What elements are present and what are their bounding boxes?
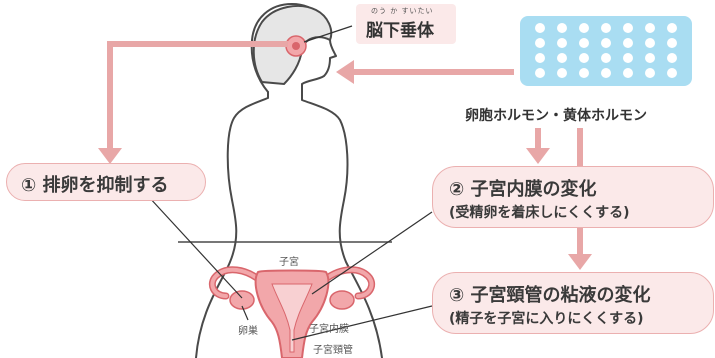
pill-dot (645, 68, 655, 78)
pituitary-gland-core (292, 42, 300, 50)
pill-dot (623, 23, 633, 33)
pill-dot (557, 23, 567, 33)
pill-dot (667, 53, 677, 63)
effect-endometrium-subtitle: (受精卵を着床しにくくする) (449, 202, 630, 222)
label-endometrium: 子宮内膜 (309, 320, 349, 335)
pill-dot (535, 53, 545, 63)
pill-dot (601, 38, 611, 48)
pill-dot (535, 68, 545, 78)
pill-dot (623, 53, 633, 63)
pill-dot (601, 68, 611, 78)
arrow-ovulation-head (98, 148, 122, 164)
label-uterus: 子宮 (279, 253, 299, 268)
effect-endometrium-pill: ② 子宮内膜の変化 (受精卵を着床しにくくする) (432, 166, 714, 228)
pill-dot (601, 53, 611, 63)
pill-dot (623, 38, 633, 48)
effect-endometrium-title: ② 子宮内膜の変化 (449, 175, 597, 201)
pill-dot (645, 53, 655, 63)
pill-dot (667, 38, 677, 48)
pill-dot (667, 68, 677, 78)
pill-dot (601, 23, 611, 33)
ovary-right (330, 291, 354, 309)
arrow-hormone-to-head-head (336, 60, 354, 84)
label-ovary: 卵巣 (238, 322, 258, 337)
pill-dot (557, 53, 567, 63)
pill-dot (557, 38, 567, 48)
pill-dot (645, 38, 655, 48)
pill-dot (579, 23, 589, 33)
effect-ovulation-pill: ① 排卵を抑制する (6, 163, 206, 201)
pill-dot (623, 68, 633, 78)
label-cervix: 子宮頸管 (313, 341, 353, 356)
pill-dot (579, 38, 589, 48)
effect-ovulation-title: ① 排卵を抑制する (21, 171, 169, 197)
pill-dot (579, 53, 589, 63)
pill-dot (579, 68, 589, 78)
pill-dot (557, 68, 567, 78)
pituitary-label: 脳下垂体 (366, 16, 434, 41)
effect-cervix-subtitle: (精子を子宮に入りにくくする) (449, 308, 644, 328)
pituitary-ruby: のう か すいたい (371, 6, 433, 16)
effect-cervix-title: ③ 子宮頸管の粘液の変化 (449, 281, 651, 307)
hormone-label: 卵胞ホルモン・黄体ホルモン (465, 105, 647, 125)
pill-dot (535, 23, 545, 33)
pill-dot (645, 23, 655, 33)
arrow-to-effect3-head (568, 254, 592, 270)
arrow-to-effect2-head (526, 148, 550, 164)
pill-dot (535, 38, 545, 48)
pill-dot (667, 23, 677, 33)
effect-cervix-pill: ③ 子宮頸管の粘液の変化 (精子を子宮に入りにくくする) (432, 272, 714, 334)
